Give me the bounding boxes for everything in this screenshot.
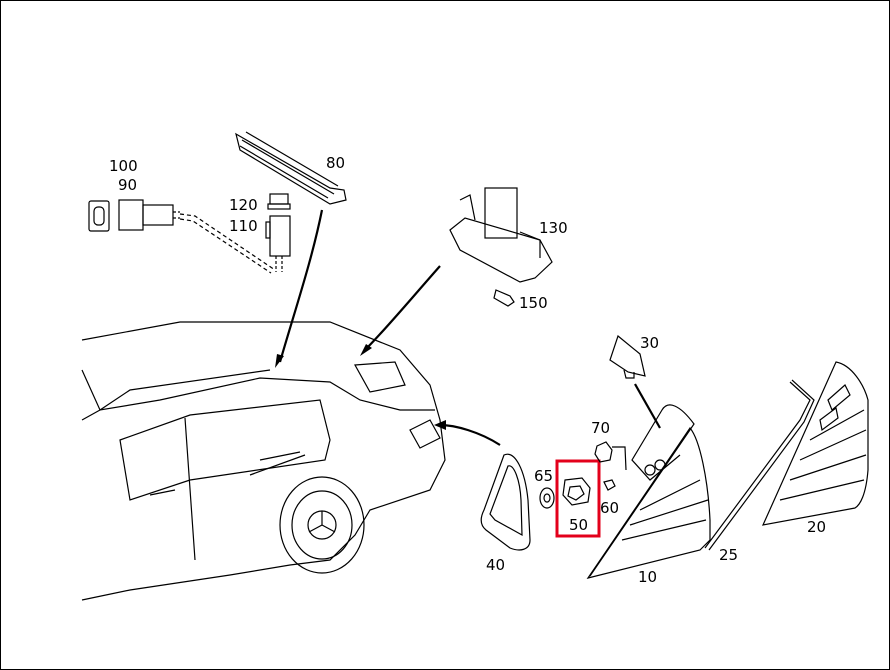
part-90-connector[interactable] [118,199,180,231]
part-20-lens[interactable] [761,361,869,526]
label-part-65: 65 [534,467,553,485]
label-part-20: 20 [807,518,826,536]
wiring-harness [179,213,276,274]
label-part-90: 90 [118,176,137,194]
part-40-gasket[interactable] [480,453,531,551]
highlight-box-part-50 [555,459,601,538]
arrow-80 [278,209,324,363]
part-65-washer[interactable] [539,487,555,509]
part-110-lamp-socket[interactable] [265,215,291,272]
label-part-80: 80 [326,154,345,172]
label-part-120: 120 [229,196,258,214]
part-80-third-brake-light[interactable] [235,131,347,205]
part-120-bulb-holder[interactable] [267,193,291,210]
part-130-license-lamp[interactable] [449,187,553,283]
part-30-bulb-carrier[interactable] [609,334,646,379]
label-part-30: 30 [640,334,659,352]
car-body [81,321,446,601]
leader-70 [612,446,627,471]
arrow-130 [364,265,441,351]
arrow-to-lamp [439,423,501,446]
label-part-100: 100 [109,157,138,175]
part-150-bulb[interactable] [493,289,515,307]
label-part-10: 10 [638,568,657,586]
part-25-seal-strip[interactable] [704,379,815,551]
label-part-70: 70 [591,419,610,437]
part-10-tail-lamp[interactable] [586,404,711,579]
label-part-60: 60 [600,499,619,517]
label-part-150: 150 [519,294,548,312]
label-part-130: 130 [539,219,568,237]
label-part-40: 40 [486,556,505,574]
arrow-30 [634,383,661,429]
part-60-screw[interactable] [603,479,616,491]
part-50-nut[interactable] [562,477,591,506]
part-100-connector-cap[interactable] [88,200,110,232]
label-part-50: 50 [569,516,588,534]
part-70-nut[interactable] [594,441,613,463]
label-part-110: 110 [229,217,258,235]
label-part-25: 25 [719,546,738,564]
